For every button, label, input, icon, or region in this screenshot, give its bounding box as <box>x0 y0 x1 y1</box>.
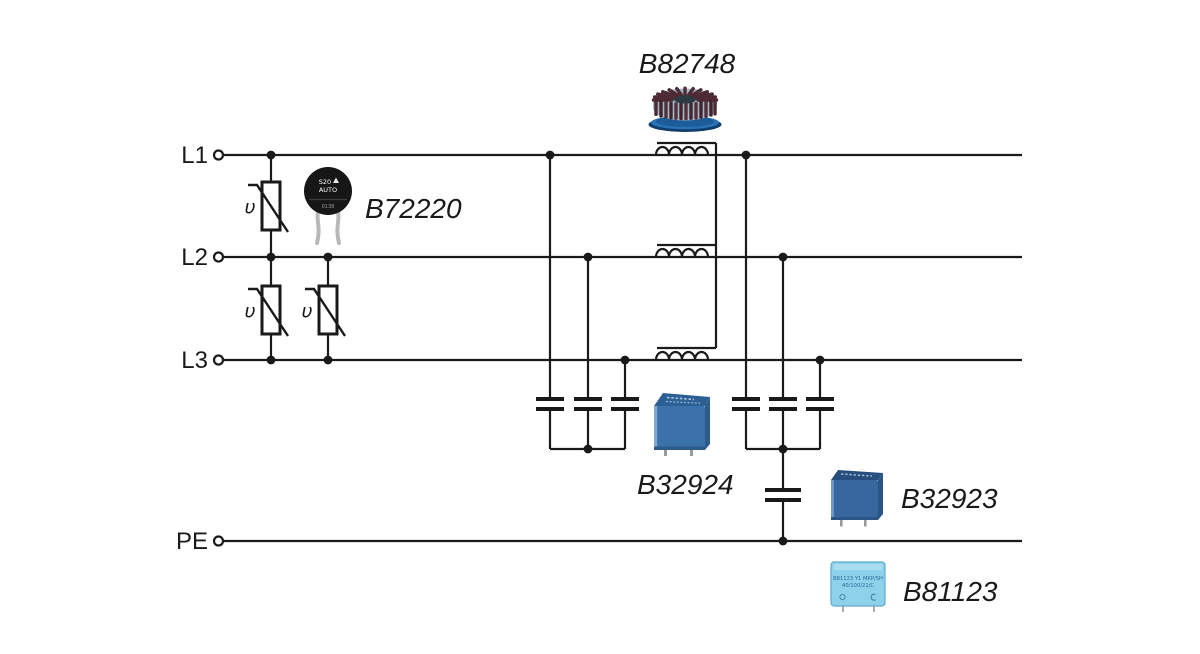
cap-bottom-shade <box>831 517 878 520</box>
disc-marking-2: AUTO <box>319 186 337 194</box>
junction-dot <box>266 355 276 365</box>
approval-mark-icon <box>870 593 877 601</box>
y-capacitor-to-pe <box>765 449 801 541</box>
cap-lead-pin <box>842 605 844 612</box>
winding-l3 <box>654 350 710 361</box>
port-label-l1: L1 <box>181 142 208 169</box>
product-label-b82748: B82748 <box>639 48 736 79</box>
varistor-strike <box>248 183 290 233</box>
product-label-b32924: B32924 <box>637 469 734 500</box>
cap-lead-pin <box>873 605 875 612</box>
terminal-l1 <box>212 149 225 161</box>
port-label-l3: L3 <box>181 347 208 374</box>
varistor-symbol-l1-l2: υ <box>245 155 290 257</box>
varistor-u-letter: υ <box>302 300 313 322</box>
junction-dot <box>815 355 825 365</box>
junction-dot <box>778 444 788 454</box>
junction-dot <box>778 536 788 546</box>
choke-side-windings <box>654 99 717 121</box>
port-labels: L1 L2 L3 PE <box>176 142 208 555</box>
junction-dot <box>620 355 630 365</box>
cap-right-face <box>878 473 883 520</box>
cap-top-print <box>840 473 873 477</box>
junction-dot <box>266 252 276 262</box>
capacitor-plates <box>611 397 639 411</box>
junction-dot <box>741 150 751 160</box>
disc-marking-3: 0138 <box>322 204 335 210</box>
b32924-capacitor-photo <box>654 393 710 456</box>
product-label-b72220: B72220 <box>365 193 462 224</box>
junction-dot <box>583 252 593 262</box>
port-label-pe: PE <box>176 528 208 555</box>
capacitor-plates <box>732 397 760 411</box>
cap-lead-pin <box>864 520 867 527</box>
varistor-strike <box>305 287 347 337</box>
varistor-u-letter: υ <box>245 196 256 218</box>
disc-marking-1: S20 <box>319 178 331 186</box>
terminal-l2 <box>212 251 225 263</box>
junction-dot <box>323 252 333 262</box>
cap-marking-2: 40/100/21/C <box>842 583 874 589</box>
product-label-b32923: B32923 <box>901 483 998 514</box>
junction-dot <box>266 150 276 160</box>
junction-dots <box>266 150 825 546</box>
choke-top-windings <box>651 86 719 102</box>
junction-dot <box>323 355 333 365</box>
capacitor-plates <box>536 397 564 411</box>
common-core-bracket <box>657 141 718 350</box>
cap-top-print <box>666 396 695 401</box>
terminal-l3 <box>212 354 225 366</box>
winding-l2 <box>654 247 710 258</box>
b72220-varistor-photo: S20 AUTO 0138 <box>304 167 352 245</box>
cap-lead-pin <box>840 520 843 527</box>
x-capacitor-bank-left <box>536 155 639 451</box>
varistor-symbol-l2-l3-b: υ <box>302 257 347 360</box>
approval-mark-icon <box>839 593 846 601</box>
cap-top-highlight <box>833 564 883 570</box>
cap-marking-1: B81123 Y1 MKP/SH <box>833 576 883 582</box>
varistor-leads-photo <box>315 209 341 245</box>
varistor-u-letter: υ <box>245 300 256 322</box>
varistor-symbol-l2-l3-a: υ <box>245 257 290 360</box>
product-labels: B82748 B72220 B32924 B32923 B81123 <box>365 48 998 607</box>
winding-l1 <box>654 145 710 156</box>
capacitor-plates <box>769 397 797 411</box>
b32923-capacitor-photo <box>831 470 883 527</box>
port-label-l2: L2 <box>181 244 208 271</box>
cap-top-face <box>831 470 883 480</box>
varistor-strike <box>248 287 290 337</box>
choke-center-hole <box>674 95 696 104</box>
brand-triangle-icon <box>333 177 339 183</box>
varistor-disc <box>304 167 352 215</box>
cap-bottom-shade <box>654 446 705 450</box>
choke-winding-symbols <box>654 141 718 361</box>
cap-front-face <box>831 480 878 520</box>
cap-right-face <box>705 397 710 450</box>
b81123-capacitor-photo: B81123 Y1 MKP/SH 40/100/21/C <box>830 561 886 612</box>
capacitor-plates <box>574 397 602 411</box>
cap-edge-highlight <box>831 480 834 520</box>
junction-dot <box>545 150 555 160</box>
capacitor-plates <box>765 488 801 502</box>
product-label-b81123: B81123 <box>903 576 998 607</box>
cap-lead-pin <box>664 450 667 456</box>
cap-edge-highlight <box>654 406 658 450</box>
cap-lead-pin <box>690 450 693 456</box>
terminal-pe <box>212 535 225 547</box>
junction-dot <box>583 444 593 454</box>
capacitor-plates <box>806 397 834 411</box>
b82748-choke-photo <box>648 86 722 132</box>
cap-front-face <box>654 406 705 450</box>
junction-dot <box>778 252 788 262</box>
